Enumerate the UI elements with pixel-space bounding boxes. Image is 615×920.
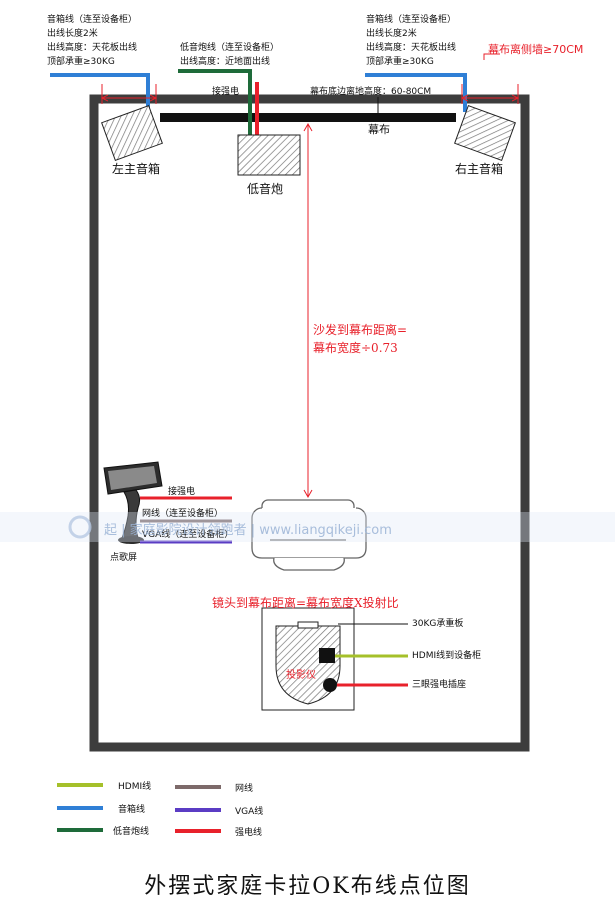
right-wall-dimension: [462, 84, 518, 104]
lens-distance-note: 镜头到幕布距离=幕布宽度X投射比: [212, 596, 399, 610]
watermark-band: [0, 512, 615, 542]
watermark: 起 | 家庭影院设计领跑者 | www.liangqikeji.com: [104, 523, 392, 538]
legend-swatch-hdmi: [57, 783, 103, 787]
left-wall-dimension: [102, 84, 156, 104]
sofa-icon: [251, 499, 367, 571]
screen-bar: [160, 113, 456, 122]
screen-height-note: 幕布底边离地高度：60-80CM: [310, 87, 432, 97]
legend-label-power: 强电线: [235, 828, 263, 838]
karaoke-screen-icon: [103, 461, 163, 544]
subwoofer-label: 低音炮: [247, 182, 284, 196]
legend-swatch-speaker: [57, 806, 103, 810]
sub-note-1: 低音炮线（连至设备柜）: [180, 43, 280, 53]
sub-power-label: 接强电: [212, 87, 240, 97]
projector-note-hdmi: HDMI线到设备柜: [412, 651, 482, 661]
ktv-vga-label: VGA线（连至设备柜）: [142, 530, 234, 540]
subwoofer-icon: [237, 134, 301, 176]
room-wall: [89, 94, 530, 752]
left-speaker-note-2: 出线长度2米: [47, 29, 98, 39]
legend-label-hdmi: HDMI线: [118, 782, 152, 792]
right-speaker-note-1: 音箱线（连至设备柜）: [366, 15, 457, 25]
hdmi-port: [319, 648, 335, 663]
ktv-power-label: 接强电: [168, 487, 196, 497]
projector-label: 投影仪: [286, 670, 316, 681]
legend-label-vga: VGA线: [235, 807, 264, 817]
legend-swatch-subwoofer: [57, 828, 103, 832]
sub-note-2: 出线高度：近地面出线: [180, 57, 271, 67]
page-title: 外摆式家庭卡拉OK布线点位图: [144, 874, 471, 899]
sofa-distance-line-2: 幕布宽度÷0.73: [313, 341, 398, 355]
left-speaker-icon: [101, 105, 163, 161]
legend-label-subwoofer: 低音炮线: [113, 827, 150, 837]
projector-note-power: 三眼强电插座: [412, 680, 467, 690]
power-socket: [323, 678, 337, 692]
legend-swatch-network: [175, 785, 221, 789]
legend-swatch-power: [175, 829, 221, 833]
left-speaker-note-4: 顶部承重≥30KG: [47, 57, 115, 67]
screen-label: 幕布: [368, 123, 390, 136]
left-speaker-cable: [50, 73, 150, 112]
left-speaker-label: 左主音箱: [112, 162, 161, 176]
projector-icon: [275, 625, 341, 705]
right-speaker-icon: [454, 105, 516, 161]
legend-swatch-vga: [175, 808, 221, 812]
ktv-screen-label: 点歌屏: [110, 553, 138, 563]
ktv-network-label: 网线（连至设备柜）: [142, 509, 224, 519]
projector-note-board: 30KG承重板: [412, 619, 464, 629]
right-speaker-note-3: 出线高度：天花板出线: [366, 43, 457, 53]
subwoofer-cable: [178, 69, 252, 137]
screen-wall-distance: 幕布离侧墙≥70CM: [488, 43, 584, 56]
legend-label-network: 网线: [235, 784, 254, 794]
left-speaker-note-1: 音箱线（连至设备柜）: [47, 15, 138, 25]
right-speaker-note-4: 顶部承重≥30KG: [366, 57, 434, 67]
right-speaker-label: 右主音箱: [455, 162, 504, 176]
legend-label-speaker: 音箱线: [118, 805, 146, 815]
sofa-distance-line-1: 沙发到幕布距离=: [313, 323, 408, 337]
left-speaker-note-3: 出线高度：天花板出线: [47, 43, 138, 53]
right-speaker-note-2: 出线长度2米: [366, 29, 417, 39]
